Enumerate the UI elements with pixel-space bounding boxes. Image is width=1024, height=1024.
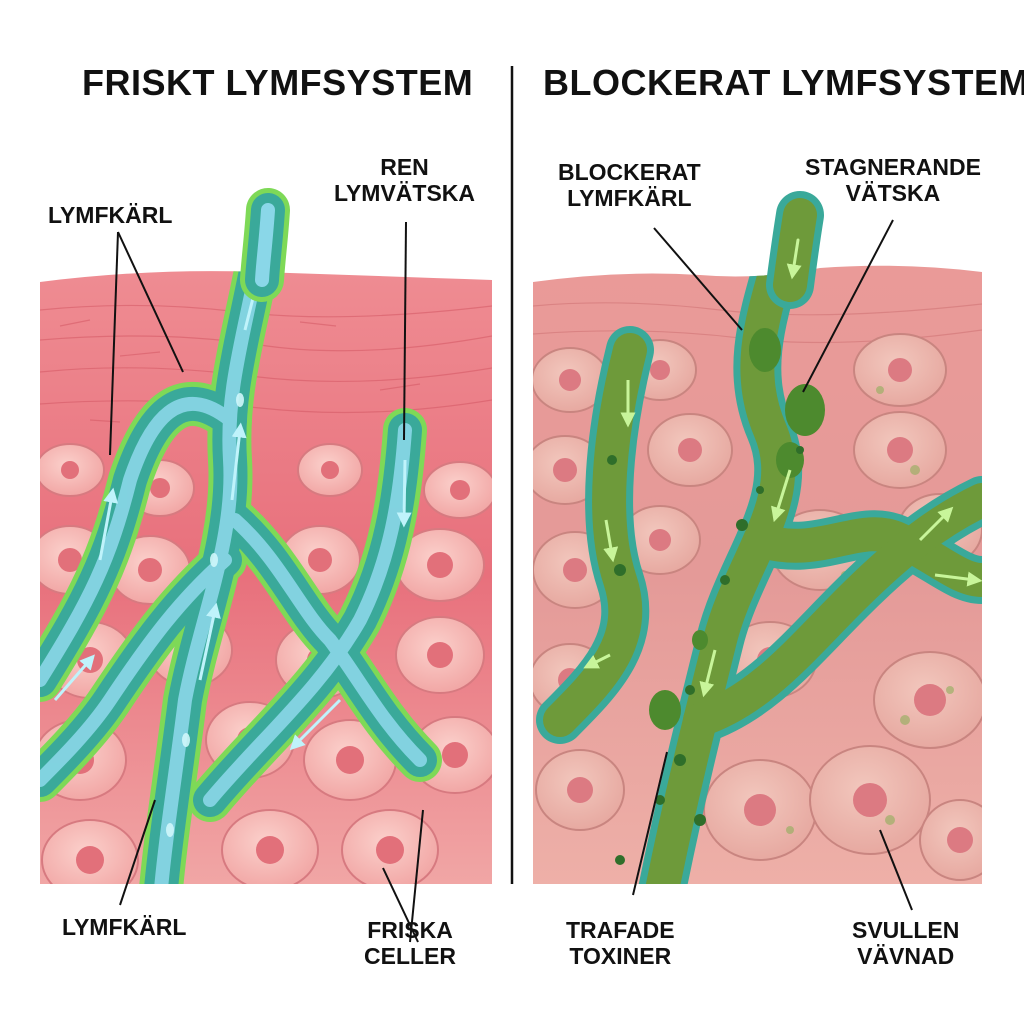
blocked-sludge — [649, 328, 825, 730]
label-swollen-tissue-line2: VÄVNAD — [857, 942, 955, 969]
blocked-flow-arrows — [583, 380, 982, 698]
label-healthy-vessel-top: LYMFKÄRL — [48, 202, 173, 228]
label-clean-fluid-line2: LYMVÄTSKA — [334, 179, 475, 206]
label-blocked-vessel: BLOCKERAT LYMFKÄRL — [558, 159, 701, 212]
label-blocked-vessel-line2: LYMFKÄRL — [567, 184, 692, 211]
label-stagnant-fluid-line1: STAGNERANDE — [805, 154, 981, 180]
label-clean-fluid: REN LYMVÄTSKA — [334, 154, 475, 207]
healthy-title: FRISKT LYMFSYSTEM — [82, 62, 474, 103]
healthy-fluid-droplets — [166, 393, 244, 837]
label-healthy-cells: FRISKA CELLER — [364, 917, 456, 970]
label-trapped-toxins-line1: TRAFADE — [566, 917, 675, 943]
label-swollen-tissue-line1: SVULLEN — [852, 917, 960, 943]
label-healthy-cells-line1: FRISKA — [367, 917, 453, 943]
healthy-panel — [40, 271, 492, 885]
blocked-title: BLOCKERAT LYMFSYSTEM — [543, 62, 1024, 103]
leader-lines — [109, 219, 913, 943]
healthy-vessels — [40, 271, 442, 885]
label-swollen-tissue: SVULLEN VÄVNAD — [852, 917, 960, 970]
label-stagnant-fluid-line2: VÄTSKA — [845, 179, 941, 206]
label-healthy-cells-line2: CELLER — [364, 942, 456, 969]
blocked-vessel-tip — [766, 191, 824, 309]
label-healthy-vessel-bottom: LYMFKÄRL — [62, 914, 187, 940]
label-blocked-vessel-line1: BLOCKERAT — [558, 159, 701, 185]
healthy-vessel-tip — [240, 188, 290, 302]
blocked-panel — [533, 265, 982, 884]
label-trapped-toxins-line2: TOXINER — [569, 942, 672, 969]
label-clean-fluid-line1: REN — [380, 154, 429, 180]
blocked-toxin-particles — [607, 446, 804, 865]
label-trapped-toxins: TRAFADE TOXINER — [566, 917, 675, 970]
label-stagnant-fluid: STAGNERANDE VÄTSKA — [805, 154, 981, 207]
